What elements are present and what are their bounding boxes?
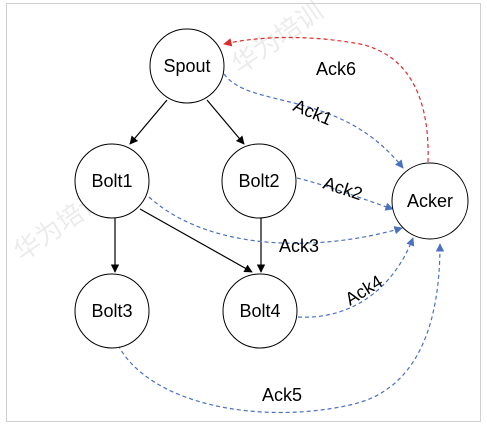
edge-ack2 [296,177,394,211]
edge-spout-bolt1 [129,99,168,145]
ack6-label: Ack6 [316,59,356,79]
node-bolt4-label: Bolt4 [239,301,280,321]
ack-edges [117,36,445,414]
edge-bolt1-bolt4 [139,208,253,273]
node-bolt1-label: Bolt1 [91,171,132,191]
node-bolt3: Bolt3 [74,273,150,349]
node-bolt2-circle [221,143,297,219]
node-bolt2: Bolt2 [221,143,297,219]
node-spout-label: Spout [163,56,210,76]
ack4-label: Ack4 [342,271,387,309]
ack-labels: Ack1 Ack2 Ack3 Ack4 Ack5 Ack6 [262,59,386,405]
node-bolt4-circle [222,273,298,349]
ack1-label: Ack1 [290,95,335,129]
node-bolt4: Bolt4 [222,273,298,349]
node-bolt1: Bolt1 [74,143,150,219]
node-bolt3-label: Bolt3 [91,301,132,321]
edge-ack6 [223,36,429,163]
edge-ack5 [117,243,445,414]
node-bolt3-circle [74,273,150,349]
ack5-label: Ack5 [262,385,302,405]
edge-spout-bolt2 [206,99,245,145]
ack2-label: Ack2 [321,173,365,204]
node-spout-circle [149,28,225,104]
node-acker: Acker [391,162,469,240]
node-acker-label: Acker [407,191,453,211]
node-bolt1-circle [74,143,150,219]
stream-edges [110,99,266,273]
node-spout: Spout [149,28,225,104]
edge-ack3 [148,196,403,244]
edge-ack1 [223,73,404,169]
node-acker-circle [391,162,469,240]
node-bolt2-label: Bolt2 [238,171,279,191]
ack3-label: Ack3 [279,236,319,256]
